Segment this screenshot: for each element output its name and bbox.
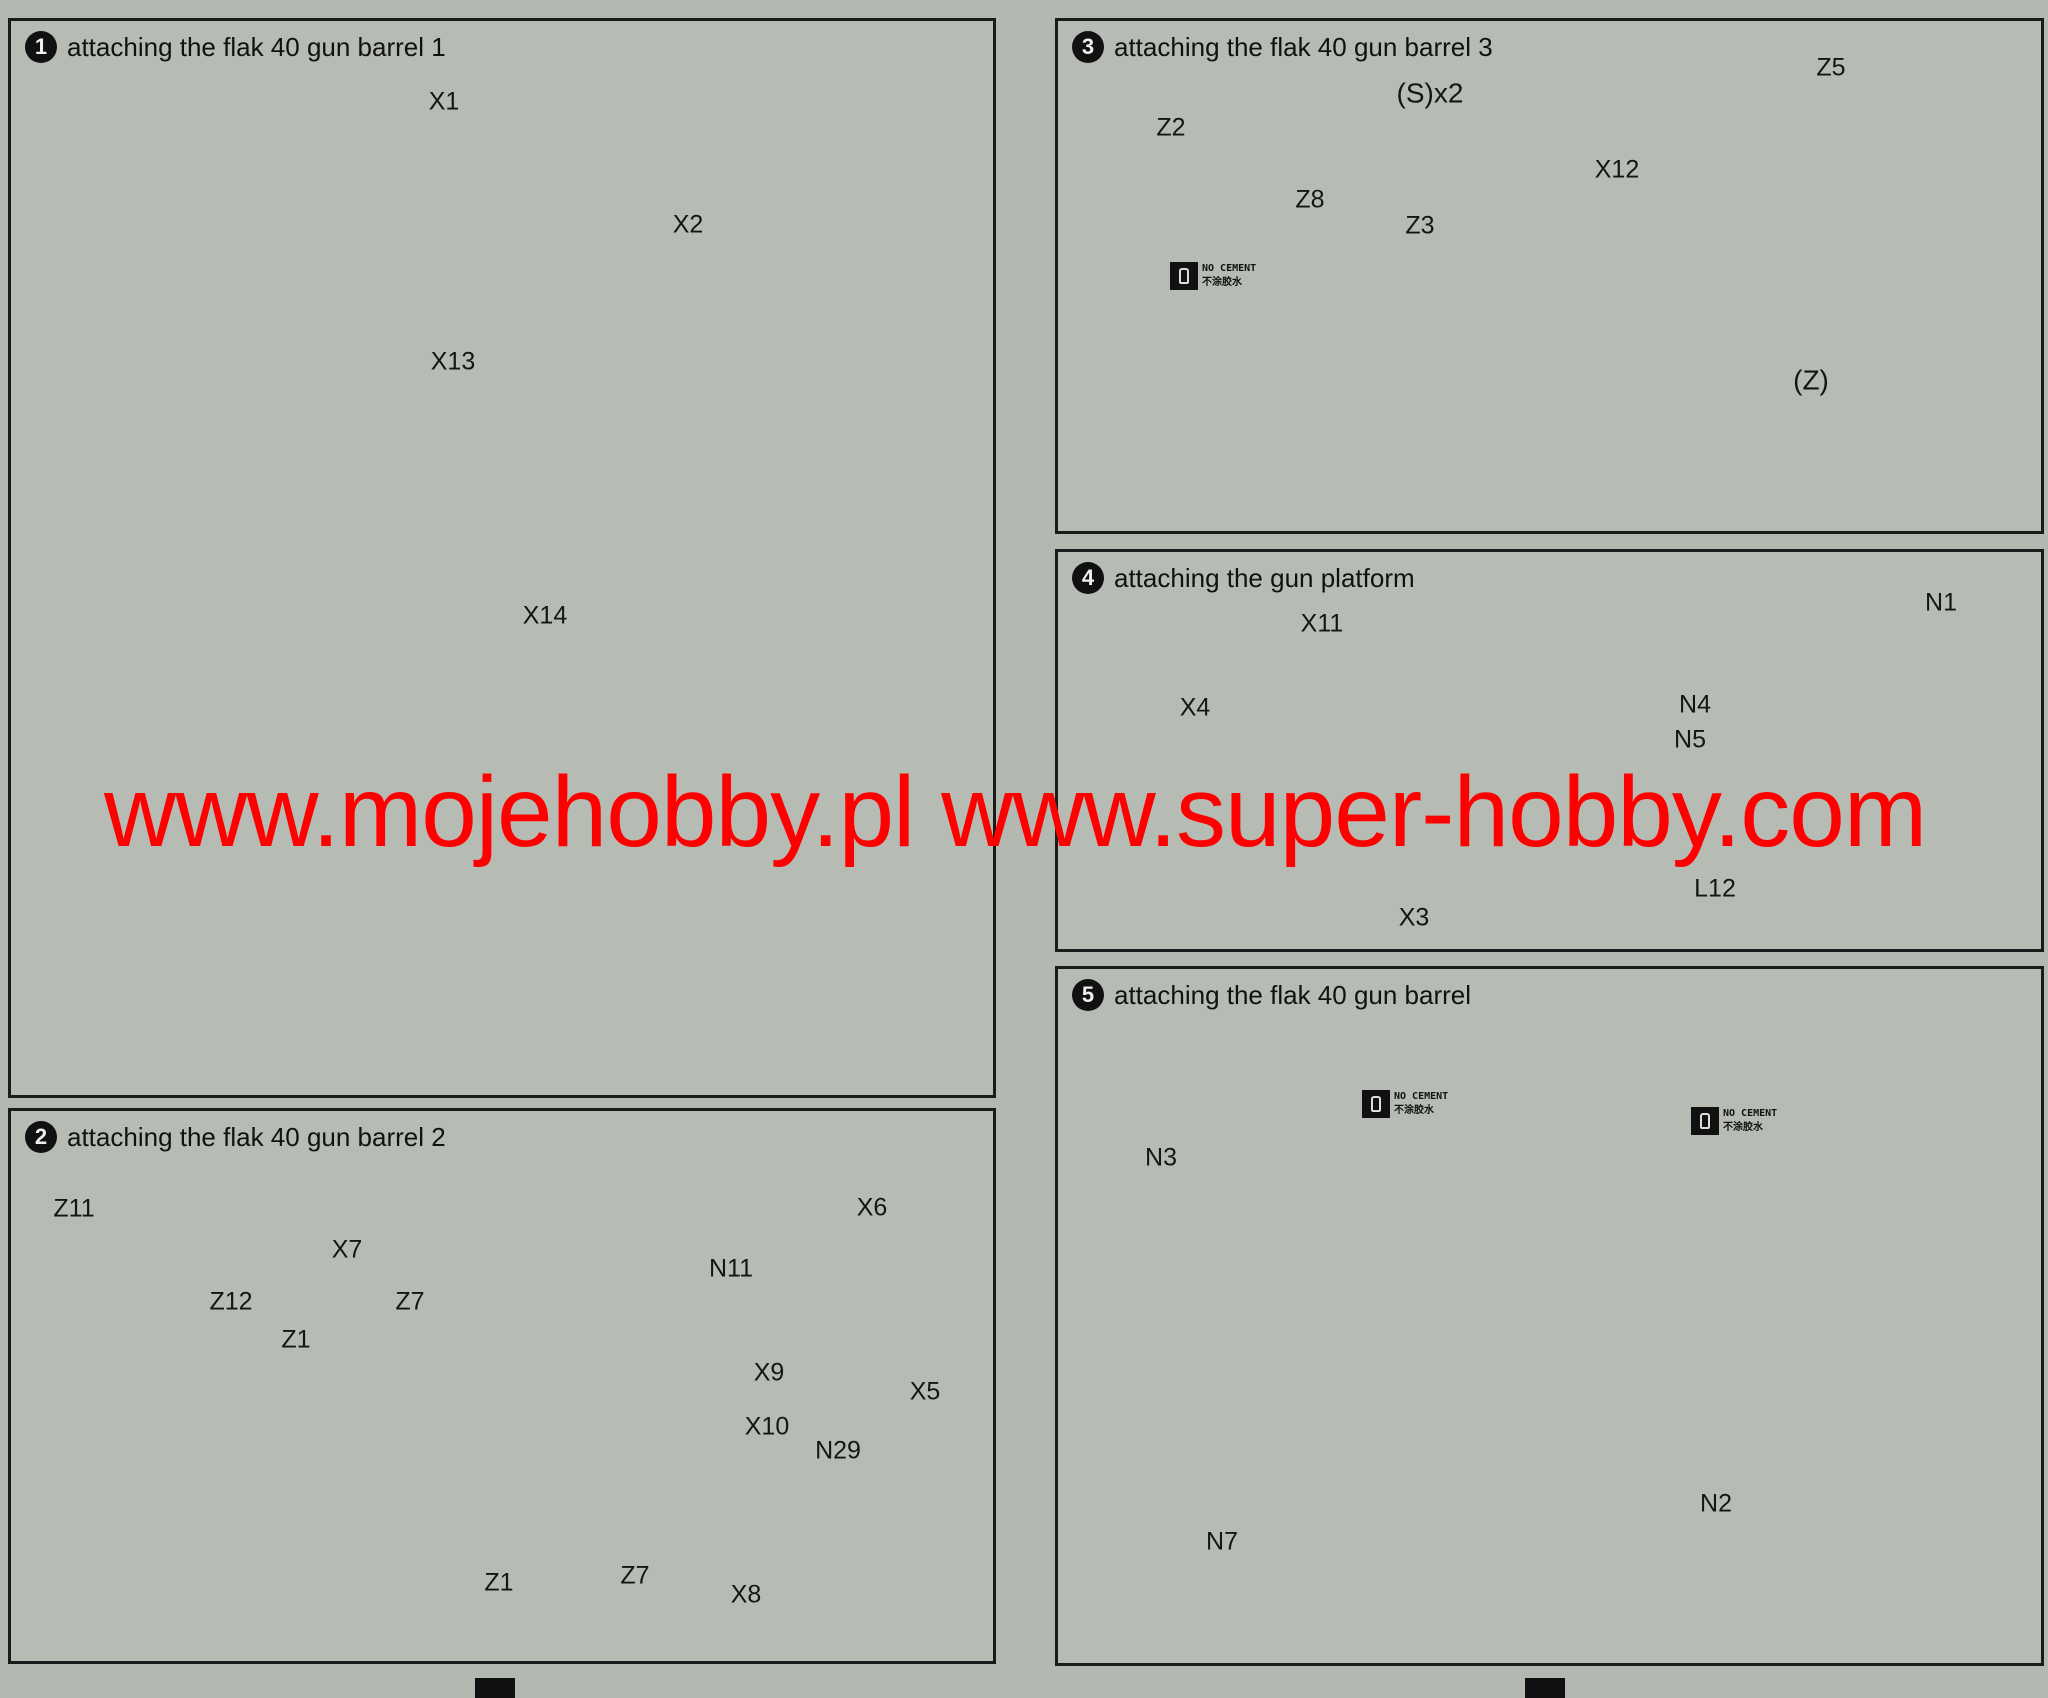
part-label: N1 — [1925, 588, 1957, 617]
step-number: 3 — [1072, 31, 1104, 63]
part-label: X12 — [1594, 155, 1640, 184]
part-label: X8 — [730, 1580, 762, 1609]
part-label: N2 — [1700, 1489, 1732, 1518]
step-title-text: attaching the flak 40 gun barrel 1 — [67, 31, 446, 62]
step-number: 1 — [25, 31, 57, 63]
part-label: Z1 — [281, 1325, 311, 1354]
part-label: Z11 — [53, 1194, 95, 1223]
part-label: X13 — [430, 347, 476, 376]
part-label: X11 — [1300, 609, 1344, 638]
no-cement-text-cn: 不涂胶水 — [1394, 1105, 1434, 1116]
part-label: Z5 — [1816, 53, 1846, 82]
page-number-tab — [1525, 1678, 1565, 1698]
no-cement-text: NO CEMENT — [1202, 263, 1257, 274]
part-label: N5 — [1674, 725, 1706, 754]
step-number: 4 — [1072, 562, 1104, 594]
no-cement-text: NO CEMENT — [1394, 1091, 1449, 1102]
part-label: Z1 — [484, 1568, 514, 1597]
part-label: X7 — [331, 1235, 363, 1264]
no-cement-text: NO CEMENT — [1723, 1108, 1778, 1119]
no-cement-note: NO CEMENT 不涂胶水 — [1691, 1107, 1777, 1135]
step-3-panel: 3 attaching the flak 40 gun barrel 3 — [1055, 18, 2044, 534]
part-label: L12 — [1694, 874, 1736, 903]
part-label: X2 — [672, 210, 704, 239]
no-cement-text-cn: 不涂胶水 — [1202, 277, 1242, 288]
part-label: N3 — [1145, 1143, 1177, 1172]
part-label: X10 — [744, 1412, 790, 1441]
part-label: X6 — [856, 1193, 888, 1222]
page-number-tab — [475, 1678, 515, 1698]
no-cement-note: NO CEMENT 不涂胶水 — [1362, 1090, 1448, 1118]
part-label: X14 — [522, 601, 568, 630]
step-2-title: 2 attaching the flak 40 gun barrel 2 — [25, 1121, 446, 1153]
glue-bottle-icon — [1170, 262, 1198, 290]
step-5-panel: 5 attaching the flak 40 gun barrel — [1055, 966, 2044, 1666]
part-label: Z12 — [209, 1287, 253, 1316]
part-label: X5 — [909, 1377, 941, 1406]
part-label: Z3 — [1405, 211, 1435, 240]
step-title-text: attaching the flak 40 gun barrel 3 — [1114, 31, 1493, 62]
glue-bottle-icon — [1362, 1090, 1390, 1118]
part-label: (Z) — [1793, 364, 1829, 396]
step-1-title: 1 attaching the flak 40 gun barrel 1 — [25, 31, 446, 63]
no-cement-text-cn: 不涂胶水 — [1723, 1122, 1763, 1133]
step-title-text: attaching the flak 40 gun barrel 2 — [67, 1121, 446, 1152]
part-label: N4 — [1679, 690, 1711, 719]
step-4-panel: 4 attaching the gun platform — [1055, 549, 2044, 952]
part-label: Z7 — [620, 1561, 650, 1590]
part-label: X4 — [1179, 693, 1211, 722]
part-label: N11 — [708, 1254, 754, 1283]
step-4-title: 4 attaching the gun platform — [1072, 562, 1415, 594]
part-label: (S)x2 — [1396, 77, 1464, 109]
step-number: 2 — [25, 1121, 57, 1153]
step-3-title: 3 attaching the flak 40 gun barrel 3 — [1072, 31, 1493, 63]
step-5-title: 5 attaching the flak 40 gun barrel — [1072, 979, 1471, 1011]
step-2-panel: 2 attaching the flak 40 gun barrel 2 — [8, 1108, 996, 1664]
part-label: X1 — [428, 87, 460, 116]
watermark: www.mojehobby.pl www.super-hobby.com — [104, 756, 1927, 868]
glue-bottle-icon — [1691, 1107, 1719, 1135]
step-title-text: attaching the gun platform — [1114, 562, 1415, 593]
step-1-panel: 1 attaching the flak 40 gun barrel 1 — [8, 18, 996, 1098]
part-label: Z8 — [1295, 185, 1325, 214]
part-label: Z7 — [395, 1287, 425, 1316]
step-number: 5 — [1072, 979, 1104, 1011]
part-label: X9 — [753, 1358, 785, 1387]
no-cement-note: NO CEMENT 不涂胶水 — [1170, 262, 1256, 290]
step-title-text: attaching the flak 40 gun barrel — [1114, 979, 1472, 1010]
part-label: N29 — [815, 1436, 861, 1465]
part-label: Z2 — [1156, 113, 1186, 142]
part-label: X3 — [1398, 903, 1430, 932]
part-label: N7 — [1206, 1527, 1238, 1556]
